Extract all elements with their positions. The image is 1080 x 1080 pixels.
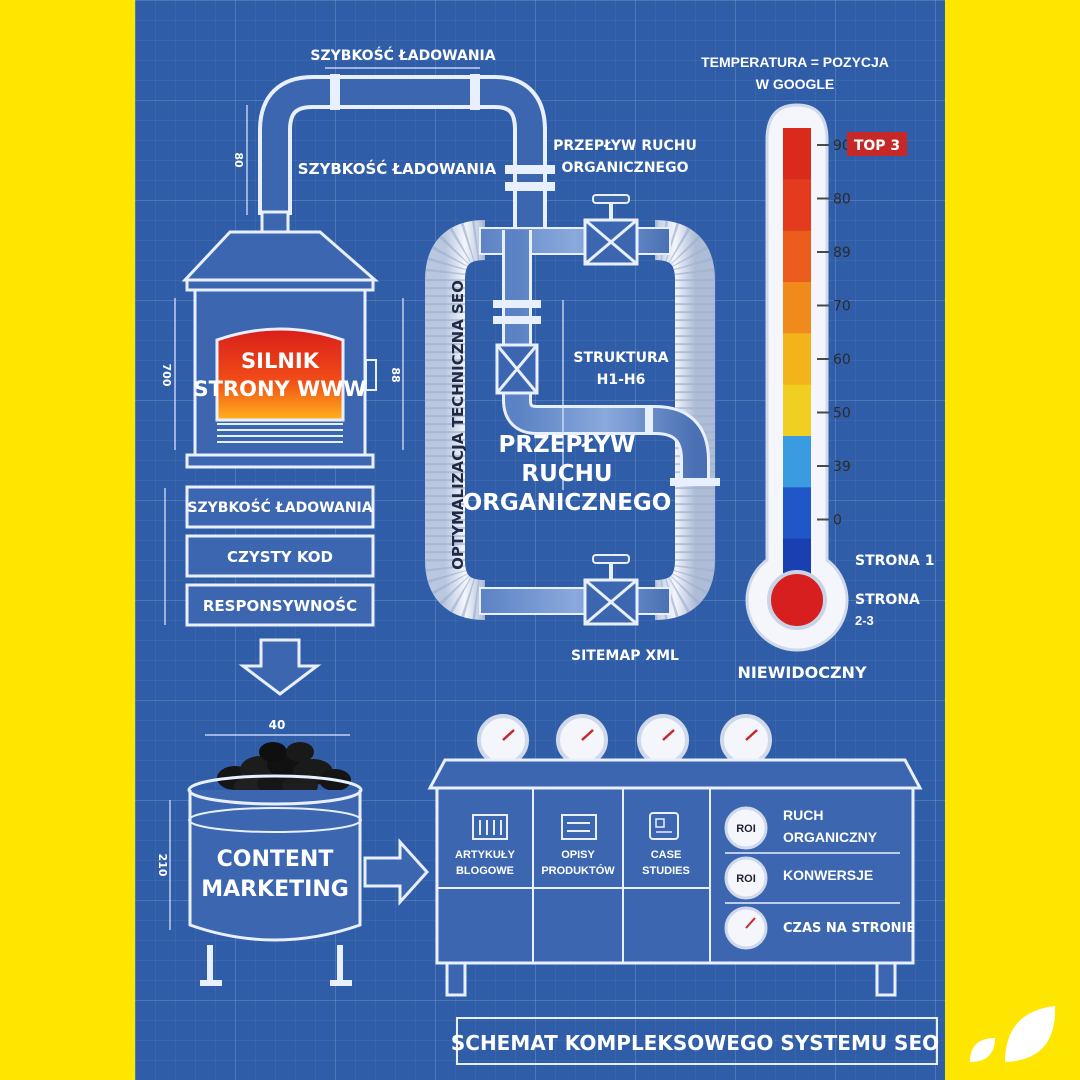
pipe-flange — [470, 74, 480, 110]
metric3-label: CZAS NA STRONIE — [783, 921, 915, 936]
thermometer-tick-label: 70 — [833, 299, 851, 315]
layer-box — [185, 583, 375, 627]
thermometer-tick-label: 50 — [833, 406, 851, 422]
layer-box — [185, 534, 375, 578]
thermometer-band — [783, 333, 811, 386]
thermometer-tick-label: 39 — [833, 459, 851, 475]
seo-system-diagram: SZYBKOŚĆ ŁADOWANIA SZYBKOŚĆ ŁADOWANIA 80… — [156, 46, 939, 1065]
col1-label-line2: BLOGOWE — [456, 865, 514, 877]
col2-label-line1: OPISY — [561, 849, 595, 861]
thermometer-tick-label: 0 — [833, 513, 842, 529]
engine-label-line2: STRONY WWW — [193, 377, 366, 401]
structure-label-line1: STRUKTURA — [573, 350, 668, 366]
furnace-layers: SZYBKOŚĆ ŁADOWANIA CZYSTY KOD RESPONSYWN… — [164, 485, 375, 627]
invisible-label: NIEWIDOCZNY — [737, 663, 866, 682]
flow-label-line1: PRZEPŁYW RUCHU — [553, 138, 697, 154]
thermometer-title-line1: TEMPERATURA = POZYCJA — [701, 54, 889, 70]
strona23-label-line2: 2-3 — [855, 613, 874, 628]
thermometer-tick-label: 80 — [833, 192, 851, 208]
coal-dim-left: 210 — [156, 854, 169, 877]
coal-pot: 40 210 CONTENT MARKETING — [156, 718, 363, 986]
pipe-flange — [505, 182, 555, 191]
layer-label: RESPONSYWNOŚC — [203, 596, 357, 615]
col1-label-line1: ARTYKUŁY — [455, 849, 516, 861]
structure-label-line2: H1-H6 — [597, 372, 646, 388]
metric1-line1: RUCH — [783, 807, 823, 823]
thermometer-tick-label: 89 — [833, 245, 851, 261]
metric2-label: KONWERSJE — [783, 867, 873, 883]
main-flow-line1: PRZEPŁYW — [498, 432, 635, 458]
flow-label-line2: ORGANICZNEGO — [561, 160, 688, 176]
content-label-line1: CONTENT — [217, 847, 334, 872]
thermometer-band — [783, 487, 811, 540]
layer-label: SZYBKOŚĆ ŁADOWANIA — [187, 498, 372, 516]
strona23-label-line1: STRONA — [855, 592, 920, 608]
thermometer-tick-label: 90 — [833, 138, 851, 154]
col2-label-line2: PRODUKTÓW — [541, 864, 615, 877]
arrow-down-icon — [238, 638, 322, 696]
metric1-line2: ORGANICZNY — [783, 829, 878, 845]
col3-label-line2: STUDIES — [642, 865, 690, 877]
blog-articles-icon — [472, 814, 508, 840]
thermometer-band — [783, 128, 811, 180]
engine-fire — [215, 327, 345, 422]
thermometer-band — [783, 384, 811, 437]
roi-badge — [724, 856, 768, 900]
layer-box — [185, 485, 375, 529]
pipe-flange — [330, 74, 340, 110]
main-flow-line3: ORGANICZNEGO — [463, 490, 672, 516]
top3-badge — [847, 132, 907, 156]
coal-pile — [217, 742, 351, 796]
arrow-right-icon — [363, 838, 430, 906]
furnace: SILNIK STRONY WWW 700 88 — [160, 210, 404, 469]
pipe-flange — [505, 165, 555, 174]
thermometer-band — [783, 282, 811, 334]
furnace-dim-right: 88 — [389, 367, 402, 382]
thermometer: TEMPERATURA = POZYCJA W GOOGLE 90 80 89 70 6… — [701, 54, 934, 682]
leaf-logo-icon — [970, 1006, 1056, 1062]
engine-label-line1: SILNIK — [241, 349, 320, 373]
control-console: ARTYKUŁY BLOGOWE OPISY PRODUKTÓW CASE ST… — [427, 714, 923, 997]
insulated-loop: PRZEPŁYW RUCHU ORGANICZNEGO OPTYMALIZACJ… — [425, 138, 720, 664]
case-studies-icon — [649, 812, 679, 840]
thermometer-title-line2: W GOOGLE — [756, 76, 835, 92]
vertical-seo-label: OPTYMALIZACJA TECHNICZNA SEO — [449, 280, 467, 570]
roi-badge-label: ROI — [736, 823, 756, 835]
footer-title: SCHEMAT KOMPLEKSOWEGO SYSTEMU SEO — [451, 1031, 939, 1055]
thermometer-band — [783, 179, 811, 232]
thermometer-tick-label: 60 — [833, 352, 851, 368]
footer-frame — [456, 1017, 938, 1065]
layer-label: CZYSTY KOD — [227, 548, 333, 566]
top-pipe-label: SZYBKOŚĆ ŁADOWANIA — [310, 46, 495, 64]
roi-badge — [724, 806, 768, 850]
top3-badge-label: TOP 3 — [854, 138, 900, 154]
sitemap-label: SITEMAP XML — [571, 648, 679, 664]
top-pipe-mid-label: SZYBKOŚĆ ŁADOWANIA — [298, 159, 497, 178]
coal-dim-top: 40 — [269, 718, 286, 732]
col3-label-line1: CASE — [651, 849, 682, 861]
main-flow-line2: RUCHU — [521, 461, 612, 487]
thermometer-band — [783, 230, 811, 283]
top-pipe-dim: 80 — [232, 152, 245, 168]
thermometer-band — [783, 436, 811, 488]
product-descriptions-icon — [561, 814, 597, 840]
content-label-line2: MARKETING — [201, 877, 349, 902]
top-pipe: SZYBKOŚĆ ŁADOWANIA SZYBKOŚĆ ŁADOWANIA 80 — [232, 46, 555, 230]
blueprint-panel: SZYBKOŚĆ ŁADOWANIA SZYBKOŚĆ ŁADOWANIA 80… — [135, 0, 945, 1080]
roi-badge-label: ROI — [736, 873, 756, 885]
strona1-label: STRONA 1 — [855, 553, 934, 569]
furnace-dim-left: 700 — [160, 364, 173, 387]
thermometer-bulb — [767, 570, 827, 630]
